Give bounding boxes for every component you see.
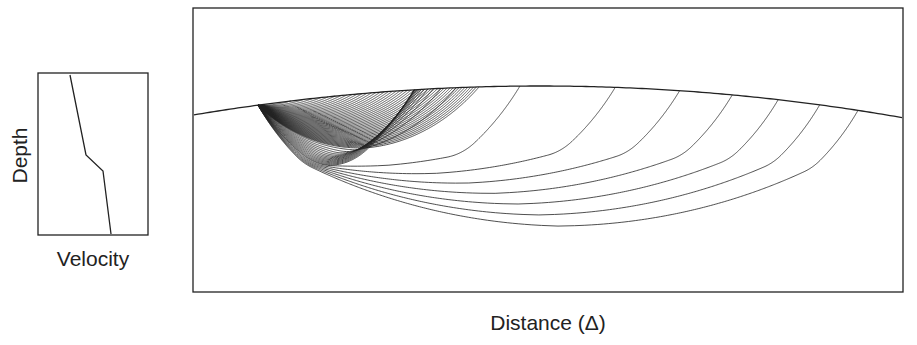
ray-paths	[258, 86, 858, 226]
ray-path	[258, 90, 414, 163]
ray-path	[258, 95, 347, 110]
ray-path	[258, 90, 416, 160]
ray-path	[258, 105, 858, 226]
ray-path	[258, 100, 778, 204]
axis-label: Depth	[9, 127, 30, 183]
ray-path	[258, 89, 424, 155]
ray-path	[258, 90, 415, 161]
ray-path	[258, 89, 421, 156]
ray-path	[258, 87, 615, 173]
ray-path	[258, 90, 417, 159]
axis-label: Distance (Δ)	[490, 312, 606, 333]
velocity-profile	[70, 75, 111, 234]
plot-frame	[193, 8, 903, 292]
ray-path	[258, 90, 414, 164]
ray-path	[258, 95, 732, 193]
ray-path	[258, 90, 414, 165]
earth-surface	[194, 86, 902, 118]
ray-path	[258, 89, 428, 154]
ray-path	[258, 90, 415, 162]
velocity-inset-frame	[38, 73, 148, 235]
axis-label: Velocity	[57, 248, 129, 269]
ray-path	[258, 90, 419, 158]
